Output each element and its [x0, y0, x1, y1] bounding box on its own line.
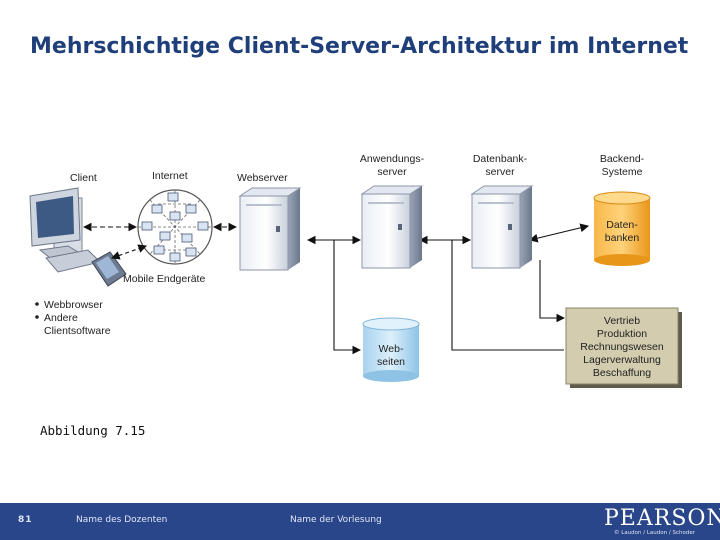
application-server-icon: [360, 185, 424, 269]
client-feature-item: Andere: [44, 312, 78, 324]
webpages-label: Web-: [379, 343, 404, 355]
db-server-label-2: server: [485, 166, 515, 178]
copyright-note: © Laudon / Laudon / Schoder: [614, 530, 695, 536]
lecturer-name: Name des Dozenten: [76, 515, 168, 525]
internet-label: Internet: [152, 170, 188, 182]
db-server-label: Datenbank-: [473, 153, 528, 165]
backend-function-item: Rechnungswesen: [580, 341, 664, 353]
backend-functions-box: Vertrieb Produktion Rechnungswesen Lager…: [565, 307, 682, 388]
backend-function-item: Lagerverwaltung: [583, 354, 661, 366]
mobile-device-icon: [91, 251, 127, 287]
architecture-diagram: Client Internet Webserver Anwendungs- se…: [29, 153, 682, 388]
slide-footer: 81 Name des Dozenten Name der Vorlesung …: [0, 503, 720, 540]
webpages-label-2: seiten: [377, 356, 405, 368]
databases-label-2: banken: [605, 232, 640, 244]
backend-function-item: Beschaffung: [593, 367, 651, 379]
client-computer-icon: [29, 187, 101, 273]
backend-function-item: Vertrieb: [604, 315, 640, 327]
databases-cylinder-icon: [593, 191, 651, 266]
slide-title: Mehrschichtige Client-Server-Architektur…: [30, 34, 689, 59]
app-server-label: Anwendungs-: [360, 153, 425, 165]
database-server-icon: [470, 185, 534, 269]
connector-lines: [82, 222, 590, 355]
webpages-cylinder-icon: [362, 317, 420, 382]
client-feature-item: Clientsoftware: [44, 325, 111, 337]
databases-label: Daten-: [606, 219, 638, 231]
backend-label: Backend-: [600, 153, 645, 165]
webserver-icon: [238, 187, 302, 271]
webserver-label: Webserver: [237, 172, 288, 184]
page-number: 81: [18, 515, 33, 525]
client-feature-item: Webbrowser: [44, 299, 103, 311]
internet-globe-icon: [137, 189, 213, 265]
pearson-logo: PEARSON: [604, 506, 720, 531]
app-server-label-2: server: [377, 166, 407, 178]
figure-caption: Abbildung 7.15: [40, 423, 146, 438]
mobile-label: Mobile Endgeräte: [123, 273, 205, 285]
course-name: Name der Vorlesung: [290, 515, 382, 525]
backend-label-2: Systeme: [602, 166, 643, 178]
backend-function-item: Produktion: [597, 328, 647, 340]
client-feature-list: Webbrowser Andere Clientsoftware: [35, 299, 111, 337]
client-label: Client: [70, 172, 97, 184]
